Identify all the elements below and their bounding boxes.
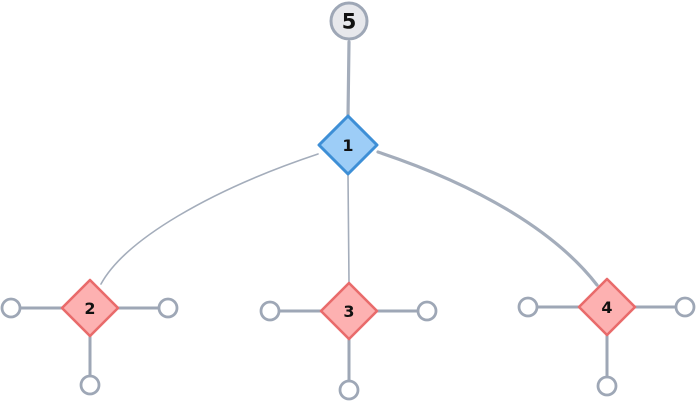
stubs-node-4	[517, 296, 696, 397]
node-5[interactable]: 5	[329, 1, 369, 41]
stub-port-right[interactable]	[416, 300, 438, 322]
leaf-node-label: 3	[343, 302, 354, 321]
stub-port-left[interactable]	[259, 300, 281, 322]
edge-1-4	[376, 150, 599, 287]
stub-port-bottom[interactable]	[338, 379, 360, 401]
stub-port-right[interactable]	[674, 296, 696, 318]
stub-port-left[interactable]	[0, 297, 22, 319]
root-node-circle	[329, 1, 369, 41]
edge-1-2	[100, 153, 319, 285]
stub-port-bottom[interactable]	[79, 374, 101, 396]
center-node-diamond	[317, 114, 379, 176]
node-2[interactable]: 2	[60, 278, 120, 338]
stub-port-right[interactable]	[157, 297, 179, 319]
stub-port-bottom[interactable]	[596, 375, 618, 397]
leaf-node-diamond	[319, 281, 379, 341]
edges	[100, 40, 599, 287]
leaf-node-label: 2	[84, 299, 95, 318]
center-node-label: 1	[342, 136, 353, 155]
leaf-node-label: 4	[601, 298, 612, 317]
node-3[interactable]: 3	[319, 281, 379, 341]
node-4[interactable]: 4	[577, 277, 637, 337]
edge-5-1	[346, 40, 351, 119]
leaf-node-diamond	[577, 277, 637, 337]
leaf-node-diamond	[60, 278, 120, 338]
root-node-label: 5	[342, 10, 357, 34]
stub-port-left[interactable]	[517, 296, 539, 318]
node-1[interactable]: 1	[317, 114, 379, 176]
stubs-node-2	[0, 297, 179, 396]
edge-1-3	[347, 174, 350, 283]
stubs-node-3	[259, 300, 438, 401]
